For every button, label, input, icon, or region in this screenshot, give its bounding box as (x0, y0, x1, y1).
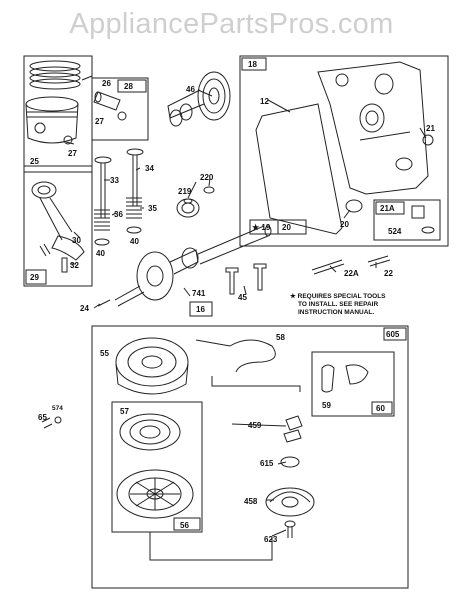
frame-crankcase-cover (239, 55, 449, 247)
box-label-60: 60 (376, 404, 385, 413)
cover-bolts (311, 255, 391, 275)
box-label-18: 18 (248, 60, 257, 69)
crankcase-gasket (255, 103, 343, 235)
box-starter-handle (311, 351, 395, 417)
housing-screw-washer (41, 416, 62, 429)
part-label-741: 741 (192, 289, 206, 298)
watermark: AppliancePartsPros.com (69, 8, 394, 40)
part-label-40-a: 40 (96, 249, 105, 258)
piston (25, 96, 79, 144)
box-label-16: 16 (196, 305, 205, 314)
special-tools-note-line3: INSTRUCTION MANUAL. (298, 309, 374, 316)
frame-piston-group (23, 55, 93, 287)
box-pulley-spring (111, 401, 203, 533)
box-label-19: ★ 19 (252, 223, 271, 232)
part-label-20: 20 (340, 220, 349, 229)
part-label-22: 22 (384, 269, 393, 278)
box-crankshaft (189, 301, 213, 317)
part-label-220: 220 (200, 173, 214, 182)
part-label-12: 12 (260, 97, 269, 106)
part-label-27-b: 27 (68, 149, 77, 158)
special-tools-note-line1: ★ REQUIRES SPECIAL TOOLS (290, 292, 386, 300)
ratchet-cup (265, 487, 315, 517)
oil-seal (345, 199, 363, 213)
part-label-33: 33 (110, 176, 119, 185)
part-label-459: 459 (248, 421, 262, 430)
part-label-59: 59 (322, 401, 331, 410)
intake-valve (94, 156, 112, 218)
part-label-55: 55 (100, 349, 109, 358)
starter-housing (115, 337, 189, 395)
part-label-458: 458 (244, 497, 258, 506)
box-piston-pin (91, 77, 149, 141)
starter-pulley (116, 469, 194, 519)
piston-pin (93, 91, 121, 111)
box-label-605: 605 (386, 330, 400, 339)
governor-gear (176, 198, 200, 218)
box-label-29: 29 (30, 273, 39, 282)
crankshaft-key (97, 299, 111, 307)
box-label-20: 20 (282, 223, 291, 232)
box-label-25: 25 (30, 157, 39, 166)
crankcase-cover (317, 61, 429, 195)
part-label-45: 45 (238, 293, 247, 302)
special-tools-note-line2: TO INSTALL. SEE REPAIR (298, 301, 378, 308)
retainer-ring (280, 456, 300, 468)
camshaft-gear (197, 71, 231, 121)
part-label-34: 34 (145, 164, 154, 173)
part-label-35: 35 (148, 204, 157, 213)
crankshaft (114, 225, 272, 307)
rewind-spring (119, 413, 181, 451)
exhaust-valve (126, 148, 144, 206)
part-label-22A: 22A (344, 269, 359, 278)
ratchet-screw (284, 520, 296, 538)
part-label-27-a: 27 (95, 117, 104, 126)
piston-rings (29, 60, 81, 90)
box-label-21A: 21A (380, 204, 395, 213)
part-label-65: 65 (38, 413, 47, 422)
box-label-56: 56 (180, 521, 189, 530)
part-label-24: 24 (80, 304, 89, 313)
part-label-32: 32 (70, 261, 79, 270)
part-label-30: 30 (72, 236, 81, 245)
box-label-58: 58 (276, 333, 285, 342)
box-oil-fill-plug (373, 199, 441, 241)
connecting-rod (31, 181, 85, 261)
part-label-574: 574 (52, 405, 63, 412)
valve-spring-left (94, 209, 110, 231)
part-label-615: 615 (260, 459, 274, 468)
part-label-57: 57 (120, 407, 129, 416)
part-label-219: 219 (178, 187, 192, 196)
rod-bolt-lock (39, 243, 68, 273)
part-label-623: 623 (264, 535, 278, 544)
starter-rope (229, 339, 276, 373)
box-label-28: 28 (124, 82, 133, 91)
part-label-524: 524 (388, 227, 402, 236)
camshaft (167, 89, 205, 127)
starter-ratchets (283, 415, 303, 443)
starter-handle (321, 364, 369, 393)
frame-rewind-starter (91, 325, 409, 589)
valve-tappets (225, 263, 267, 295)
part-label-21: 21 (426, 124, 435, 133)
part-label-26: 26 (102, 79, 111, 88)
part-label-40-b: 40 (130, 237, 139, 246)
part-label-36: 36 (114, 210, 123, 219)
piston-pin-clip (63, 135, 73, 145)
part-label-46: 46 (186, 85, 195, 94)
valve-spring-right (126, 197, 142, 219)
